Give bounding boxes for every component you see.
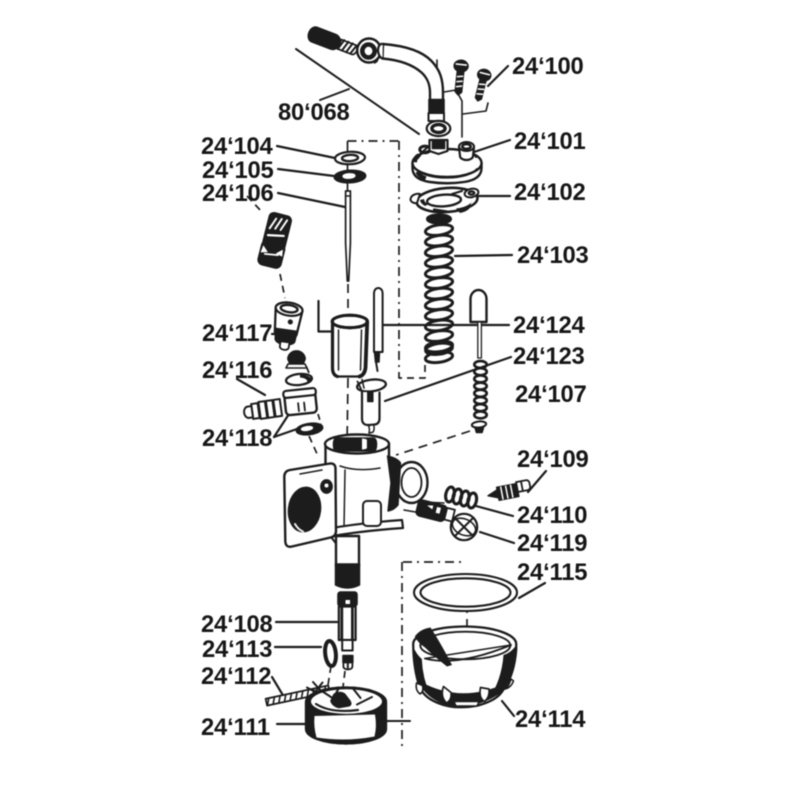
svg-text:24‘117: 24‘117 <box>202 320 272 347</box>
svg-text:24‘105: 24‘105 <box>202 157 274 184</box>
svg-text:24‘119: 24‘119 <box>517 530 587 557</box>
svg-text:24‘100: 24‘100 <box>512 53 584 80</box>
svg-text:24‘112: 24‘112 <box>201 663 271 690</box>
svg-text:24‘123: 24‘123 <box>513 343 585 370</box>
svg-text:24‘111: 24‘111 <box>201 714 270 741</box>
svg-text:24‘103: 24‘103 <box>517 242 589 269</box>
svg-text:24‘109: 24‘109 <box>517 446 589 473</box>
svg-text:24‘114: 24‘114 <box>515 706 586 733</box>
svg-text:24‘124: 24‘124 <box>513 312 586 339</box>
svg-text:24‘104: 24‘104 <box>201 133 274 160</box>
svg-text:24‘107: 24‘107 <box>515 381 587 408</box>
svg-text:24‘102: 24‘102 <box>514 179 586 206</box>
svg-text:80‘068: 80‘068 <box>278 99 350 126</box>
svg-text:24‘101: 24‘101 <box>514 128 586 155</box>
svg-text:24‘110: 24‘110 <box>517 502 587 529</box>
svg-text:24‘115: 24‘115 <box>517 559 587 586</box>
svg-text:24‘106: 24‘106 <box>202 180 274 207</box>
svg-text:24‘116: 24‘116 <box>202 357 272 384</box>
svg-text:24‘108: 24‘108 <box>201 611 273 638</box>
svg-text:24‘113: 24‘113 <box>202 636 272 663</box>
svg-text:24‘118: 24‘118 <box>202 425 272 452</box>
